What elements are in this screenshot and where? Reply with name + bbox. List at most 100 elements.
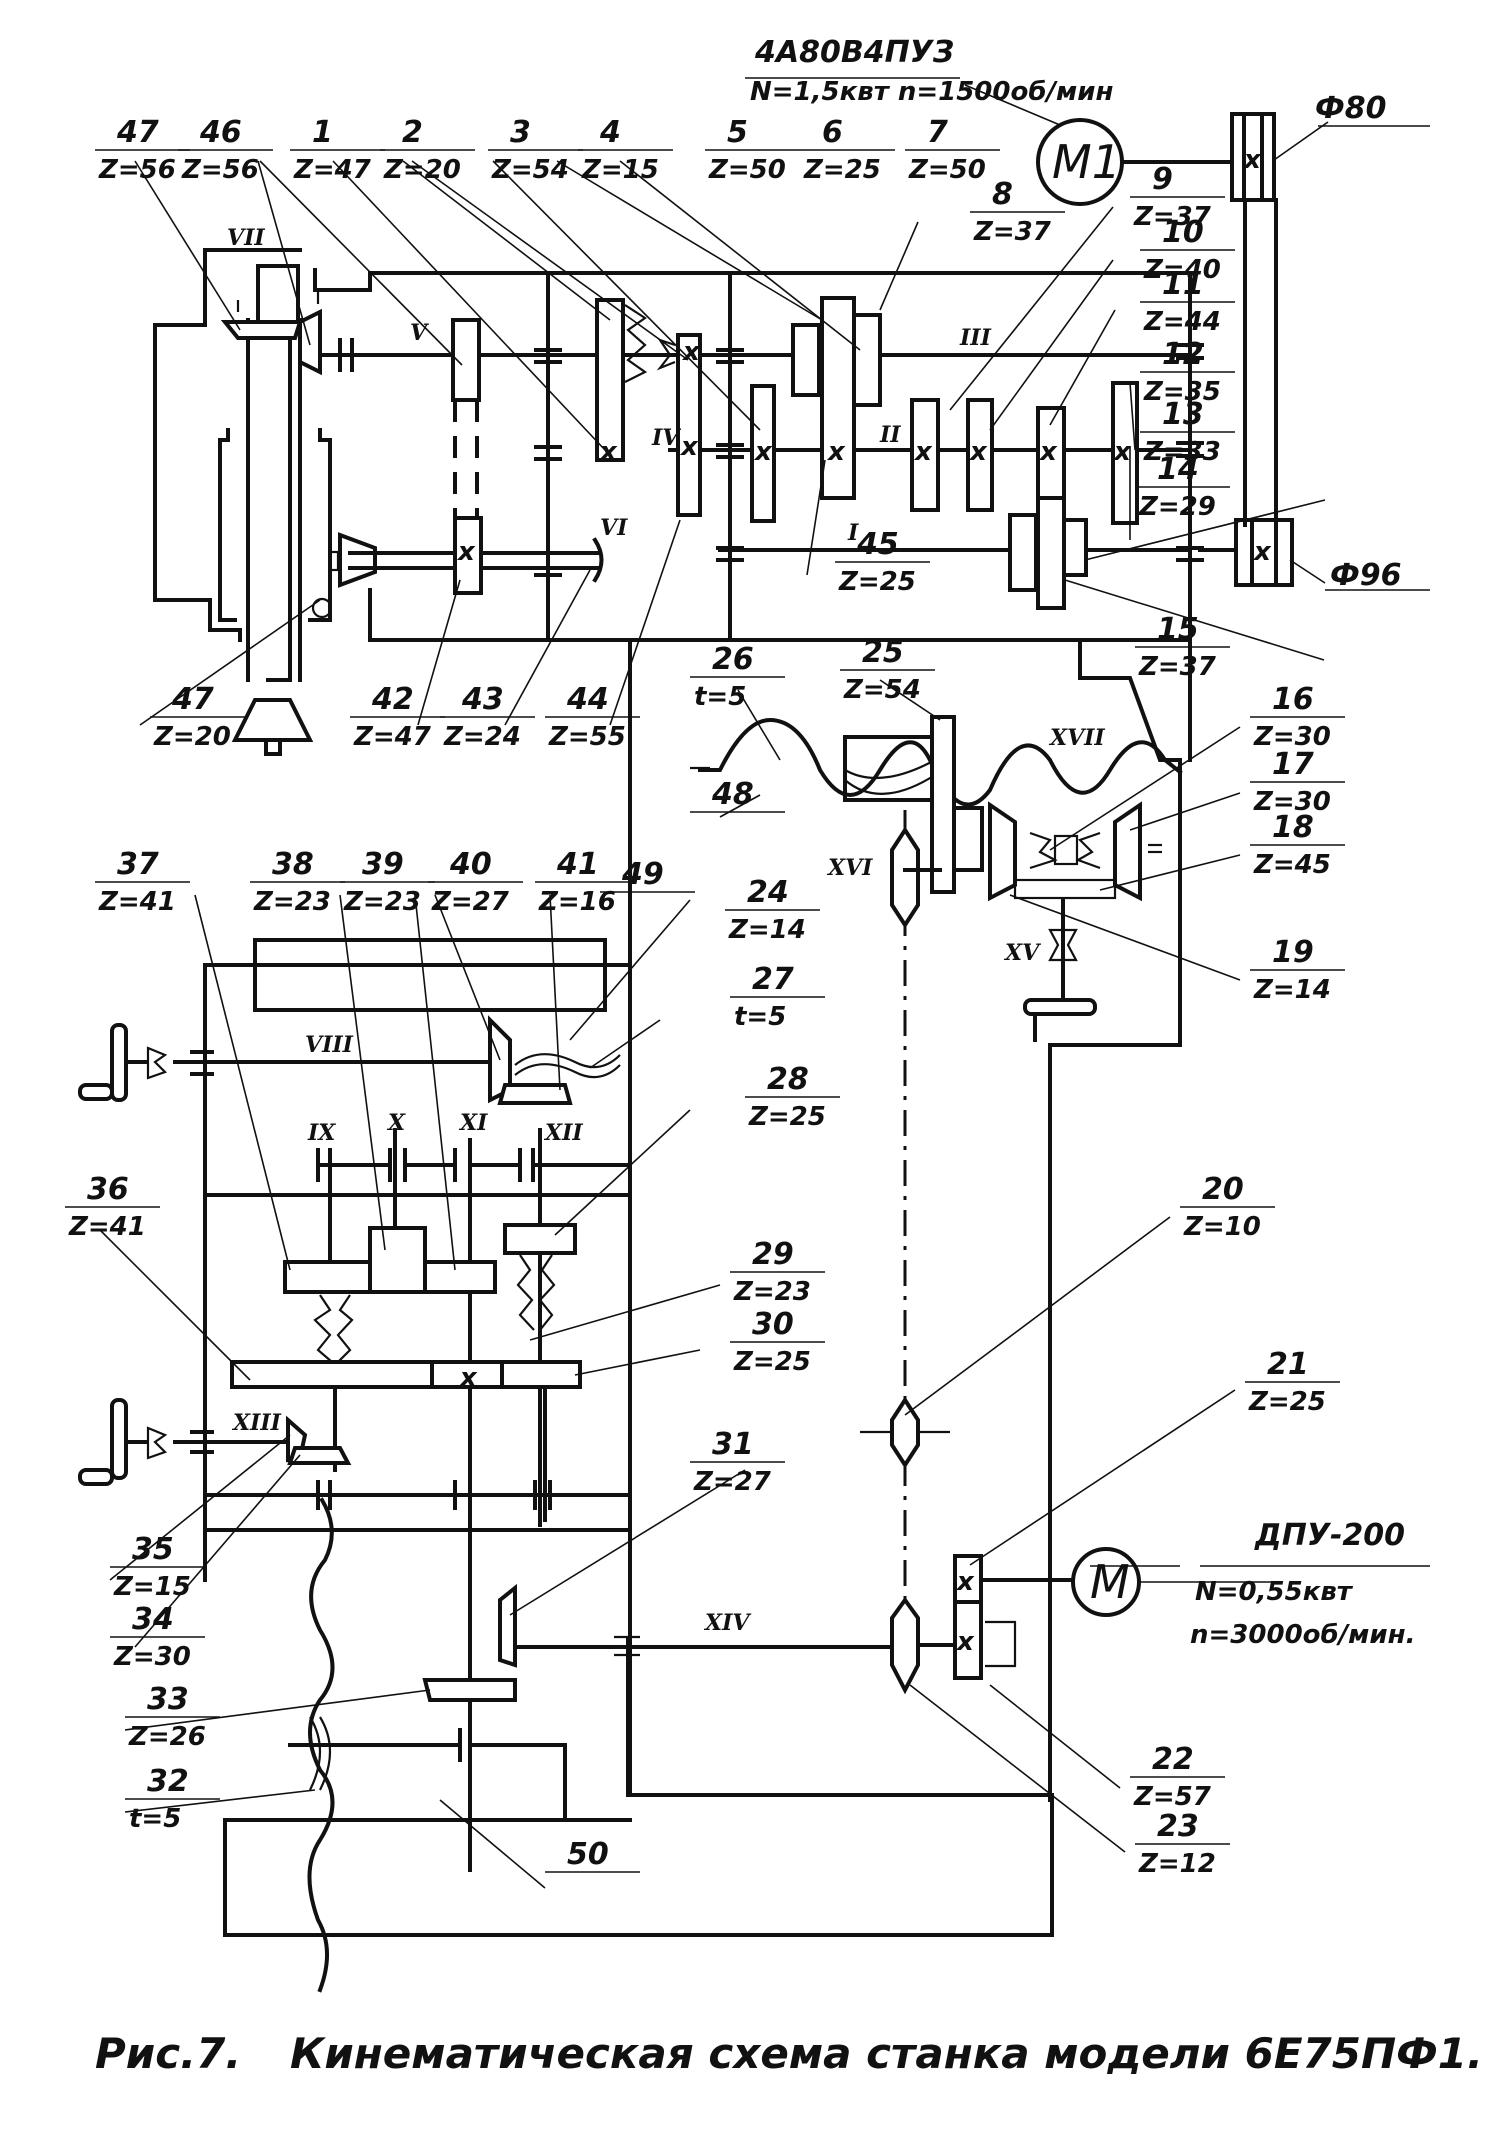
- shaft-label-vi: VI: [600, 515, 628, 541]
- part-number: 50: [567, 1837, 609, 1872]
- part-label-10: 10Z=40: [1140, 215, 1235, 285]
- feed-shafts: [316, 1128, 632, 1872]
- gear-9: [910, 398, 940, 512]
- part-spec: Z=15: [581, 155, 659, 185]
- part-spec: Z=30: [1253, 722, 1331, 752]
- part-number: 8: [992, 177, 1013, 212]
- part-spec: Z=10: [1183, 1212, 1261, 1242]
- shaft-label-v: V: [410, 320, 429, 346]
- part-spec: Z=47: [353, 722, 432, 752]
- gear-23: [890, 1596, 920, 1695]
- part-number: 6: [822, 115, 843, 150]
- lead-screw-xvii: [690, 715, 1183, 894]
- bevel-vi-right: [592, 537, 604, 583]
- bevel-34: [287, 1446, 352, 1465]
- part-spec: Z=30: [1253, 787, 1331, 817]
- part-number: 22: [1152, 1742, 1194, 1777]
- part-spec: Z=55: [548, 722, 626, 752]
- gear-37: [283, 1260, 372, 1294]
- part-number: 47: [116, 115, 159, 150]
- part-number: 21: [1267, 1347, 1309, 1382]
- part-number: 1: [312, 115, 333, 150]
- gear-4: [676, 333, 702, 517]
- part-spec: Z=57: [1133, 1782, 1212, 1812]
- handwheel-xiii: [78, 1398, 352, 1486]
- feed-motor-symbol: M: [1090, 1555, 1130, 1609]
- part-number: 37: [117, 847, 159, 882]
- gear-15: [1036, 496, 1066, 610]
- shaft-label-ix: IX: [307, 1120, 336, 1146]
- part-labels: 47Z=5646Z=561Z=472Z=203Z=544Z=155Z=506Z=…: [65, 115, 1345, 1879]
- part-label-41: 41Z=16: [535, 847, 630, 917]
- gear-42: [453, 516, 483, 595]
- part-spec: Z=23: [733, 1277, 811, 1307]
- part-spec: Z=23: [253, 887, 331, 917]
- gear-20: [890, 1396, 920, 1469]
- part-label-1: 1Z=47: [290, 115, 385, 185]
- part-label-33: 33Z=26: [125, 1682, 220, 1752]
- svg-text:x: x: [826, 437, 846, 467]
- shaft-label-iv: IV: [651, 425, 681, 451]
- part-spec: Z=29: [1138, 492, 1216, 522]
- gear-13: [1008, 513, 1038, 592]
- part-spec: t=5: [734, 1002, 786, 1032]
- shaft-label-xiv: XIV: [703, 1610, 751, 1636]
- part-number: 7: [927, 115, 948, 150]
- part-spec: Z=41: [68, 1212, 146, 1242]
- part-label-21: 21Z=25: [1245, 1347, 1340, 1417]
- svg-text:x: x: [1252, 537, 1272, 567]
- shaft-numerals: VII V VI IV III II I XVII XVI XV VIII IX…: [227, 225, 1105, 1636]
- part-number: 18: [1272, 810, 1314, 845]
- part-label-12: 12Z=35: [1140, 337, 1235, 407]
- part-label-50: 50: [545, 1837, 640, 1873]
- part-spec: Z=50: [908, 155, 986, 185]
- part-number: 45: [856, 527, 899, 562]
- feed-motor-model: ДПУ-200: [1254, 1518, 1405, 1553]
- part-spec: Z=25: [803, 155, 881, 185]
- part-label-15: 15Z=37: [1135, 612, 1230, 682]
- part-number: 34: [132, 1602, 174, 1637]
- part-spec: Z=23: [343, 887, 421, 917]
- part-spec: Z=37: [1138, 652, 1217, 682]
- part-label-9: 9Z=37: [1130, 162, 1225, 232]
- part-number: 15: [1157, 612, 1199, 647]
- part-number: 27: [752, 962, 794, 997]
- clutch-vi-left: [338, 532, 377, 588]
- part-number: 17: [1272, 747, 1314, 782]
- shaft-label-xvii: XVII: [1048, 725, 1105, 751]
- part-spec: Z=33: [1143, 437, 1221, 467]
- gear-39: [423, 1260, 497, 1294]
- feed-motor-speed: n=3000об/мин.: [1190, 1620, 1415, 1650]
- gear-10: [966, 398, 994, 512]
- bevel-41: [497, 1083, 573, 1105]
- part-label-7: 7Z=50: [905, 115, 1000, 185]
- part-number: 41: [556, 847, 599, 882]
- part-label-28: 28Z=25: [745, 1062, 840, 1132]
- part-spec: Z=30: [113, 1642, 191, 1672]
- headstock-gears: x x x x x x x x x x: [451, 296, 1139, 610]
- bearing-columns: [534, 271, 1204, 642]
- svg-text:x: x: [753, 437, 773, 467]
- shaft-label-xi: XI: [458, 1110, 488, 1136]
- part-label-47: 47Z=20: [150, 682, 245, 752]
- part-spec: Z=14: [1253, 975, 1331, 1005]
- part-number: 39: [362, 847, 404, 882]
- feed-motor: x x: [916, 1547, 1141, 1680]
- part-label-37: 37Z=41: [95, 847, 190, 917]
- rack-housing: [253, 938, 607, 1012]
- part-number: 28: [767, 1062, 809, 1097]
- part-number: 38: [272, 847, 314, 882]
- part-number: 24: [747, 875, 789, 910]
- pulley-bottom: [1234, 518, 1294, 587]
- shaft-label-x: X: [386, 1110, 406, 1136]
- svg-text:x: x: [681, 337, 701, 367]
- part-label-38: 38Z=23: [250, 847, 345, 917]
- part-label-48: 48: [690, 777, 785, 813]
- gear-22: [953, 1600, 983, 1680]
- part-spec: Z=15: [113, 1572, 191, 1602]
- part-label-22: 22Z=57: [1130, 1742, 1225, 1812]
- part-spec: Z=56: [98, 155, 176, 185]
- svg-text:x: x: [1242, 145, 1262, 175]
- gear-36: [230, 1360, 434, 1389]
- gear-38: [368, 1226, 427, 1294]
